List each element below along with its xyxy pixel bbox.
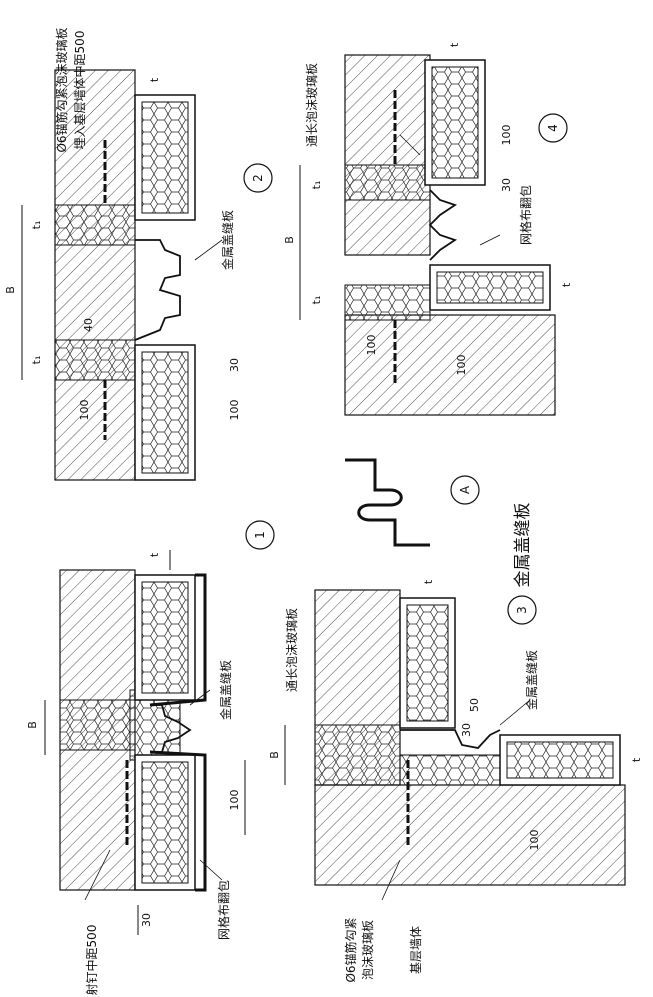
dim-t1: t₁ (310, 181, 323, 190)
base-wall (314, 784, 626, 886)
dim-t: t (448, 42, 461, 47)
foam-glass-board (344, 164, 431, 201)
insulation-core (141, 581, 189, 694)
foam-glass-board (399, 754, 501, 786)
foam-glass-board (314, 724, 401, 786)
base-wall (54, 69, 136, 481)
dim-B: B (268, 751, 281, 759)
insulation-core (141, 101, 189, 214)
label-cover-plate: 金属盖缝板 (220, 210, 235, 270)
foam-glass-board (54, 339, 136, 381)
dim-t1: t₁ (30, 356, 43, 365)
dim-t: t (630, 757, 643, 762)
dim-100: 100 (455, 355, 468, 376)
dim-t1: t₁ (310, 296, 323, 305)
dim-100: 100 (528, 830, 541, 851)
base-wall (344, 314, 556, 416)
dim-50: 50 (468, 698, 481, 712)
foam-glass-board (344, 284, 431, 321)
dim-100: 100 (78, 400, 91, 421)
dim-t: t (560, 282, 573, 287)
label-anchor: 泡沫玻璃板 (361, 920, 375, 980)
label-foam-board: 通长泡沫玻璃板 (305, 63, 319, 147)
dim-B: B (283, 236, 296, 244)
mesh-wrap (149, 573, 207, 707)
label-anchor: 射钉中距500 (84, 925, 99, 996)
detail-A: A 金属盖缝板 (345, 458, 533, 588)
insulation-core (431, 66, 479, 179)
cover-plate (150, 704, 192, 753)
dim-B: B (26, 721, 39, 729)
dim-30: 30 (140, 913, 153, 927)
dim-40: 40 (82, 318, 95, 332)
detail-number: 2 (251, 174, 265, 182)
detail-number-circle (507, 595, 537, 625)
dim-t: t (148, 552, 161, 557)
dim-100: 100 (500, 125, 513, 146)
detail-1: B 100 30 t 金属盖缝板 射钉中距500 网格布翻包 1 (26, 520, 275, 996)
label-mesh: 网格布翻包 (518, 185, 533, 245)
cover-plate-profile (345, 458, 430, 547)
cover-plate (400, 729, 501, 749)
dim-100: 100 (365, 335, 378, 356)
dim-t1: t₁ (30, 221, 43, 230)
dim-t: t (422, 579, 435, 584)
dim-t: t (148, 77, 161, 82)
foam-glass-board (54, 204, 136, 246)
cover-plate (428, 189, 458, 261)
dim-30: 30 (500, 178, 513, 192)
detail-letter: A (458, 485, 472, 494)
detail-number: 3 (515, 606, 529, 614)
dim-B: B (4, 286, 17, 294)
label-cover-plate: 金属盖缝板 (524, 650, 539, 710)
detail-2: B t₁ t₁ 40 100 100 30 t Ø6锚筋勾紧泡沫玻璃板 埋入基层… (4, 27, 273, 481)
detail-number-circle (243, 163, 273, 193)
label-foam-board: 通长泡沫玻璃板 (285, 608, 299, 692)
mesh-wrap (149, 750, 207, 892)
insulation-core (506, 741, 614, 779)
label-base-wall: 基层墙体 (409, 926, 423, 974)
cover-plate (134, 239, 181, 341)
base-wall (344, 54, 431, 256)
dim-30: 30 (228, 358, 241, 372)
insulation-core (141, 761, 189, 884)
label-anchor: Ø6锚筋勾紧 (343, 917, 358, 982)
label-cover-plate: 金属盖缝板 (218, 660, 233, 720)
foam-glass-board (59, 699, 136, 751)
label-anchor: Ø6锚筋勾紧泡沫玻璃板 (54, 27, 69, 152)
detail-4: B t₁ t₁ t t 100 30 100 100 通长泡沫玻璃板 网格布翻包… (283, 42, 573, 416)
label-mesh: 网格布翻包 (216, 880, 231, 940)
insulation-core (406, 604, 449, 722)
dim-100: 100 (228, 400, 241, 421)
insulation-core (141, 351, 189, 474)
insulation-core (436, 271, 544, 304)
detail-number: 1 (253, 531, 267, 539)
dim-30: 30 (460, 723, 473, 737)
section-title: 金属盖缝板 (513, 503, 533, 588)
label-anchor: 埋入基层墙体中距500 (72, 31, 87, 150)
detail-letter-circle (450, 475, 480, 505)
dim-100: 100 (228, 790, 241, 811)
detail-number-circle (538, 113, 568, 143)
detail-number: 4 (546, 124, 560, 132)
detail-3: B t t 50 30 100 通长泡沫玻璃板 金属盖缝板 Ø6锚筋勾紧 泡沫玻… (268, 579, 643, 982)
detail-number-circle (245, 520, 275, 550)
